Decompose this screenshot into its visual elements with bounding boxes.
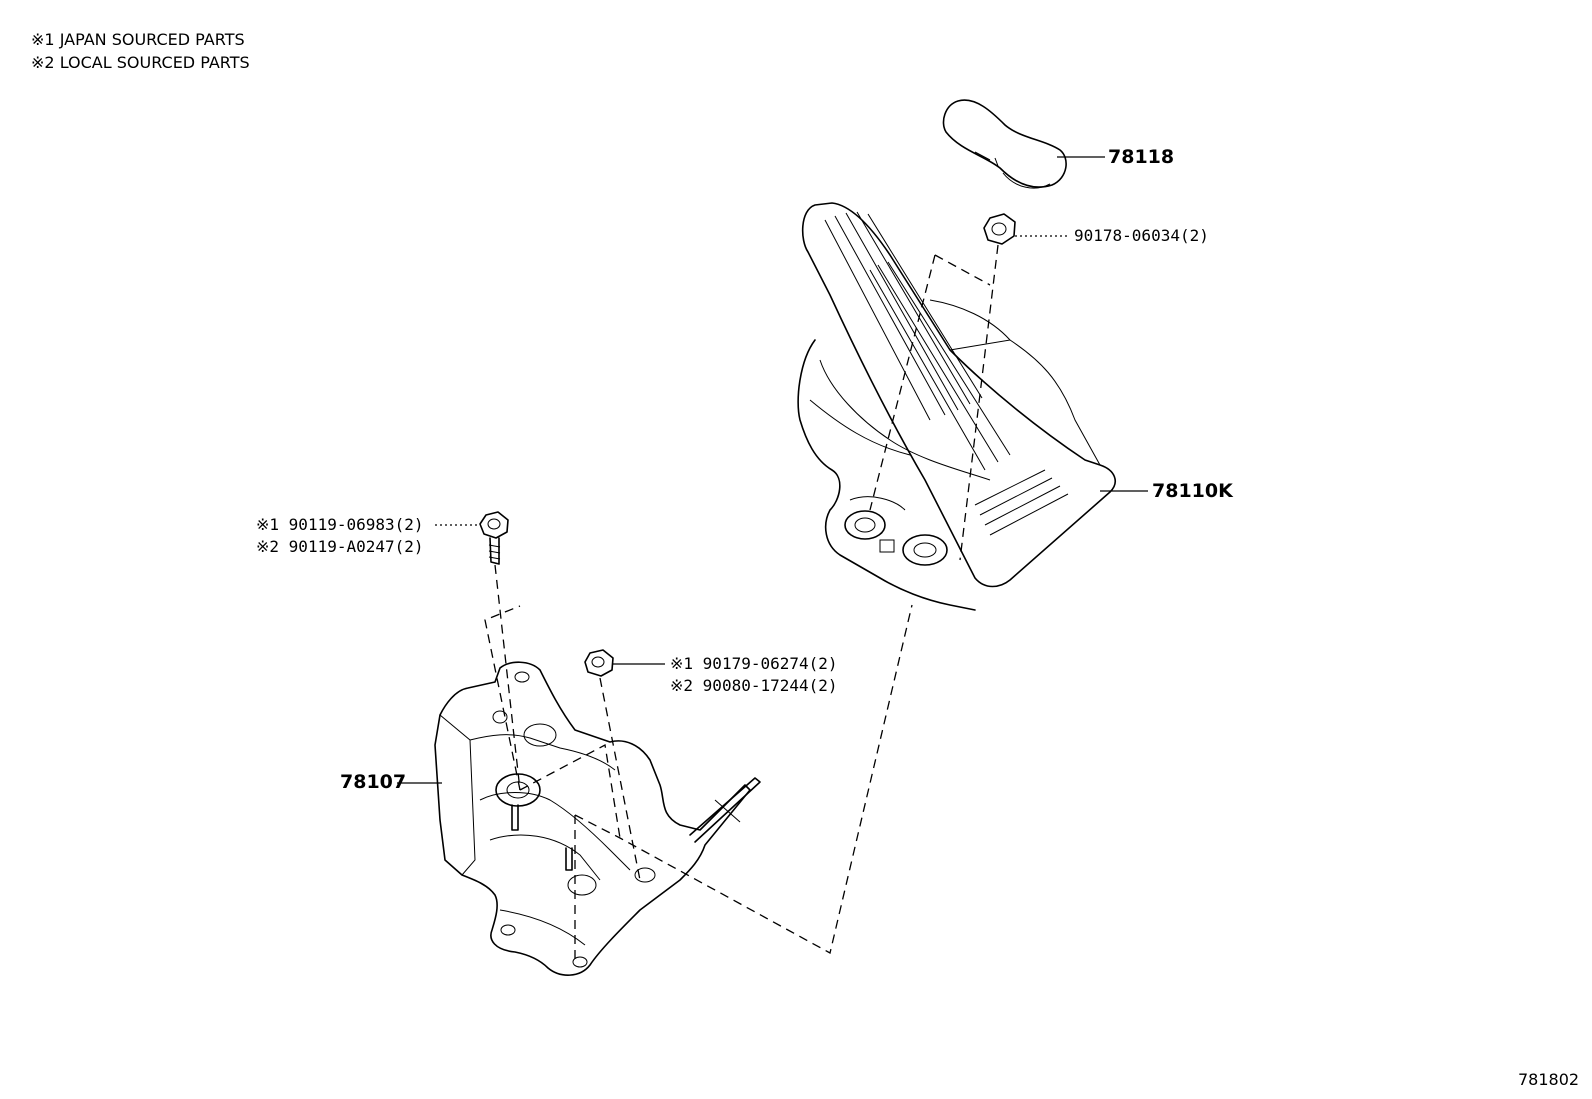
note-text: JAPAN SOURCED PARTS	[59, 30, 245, 49]
illustration-id: 781802	[1518, 1070, 1580, 1089]
part-number-bolt-japan: ※1 90119-06983(2)	[256, 515, 424, 534]
pedal-pad-part	[942, 99, 1067, 189]
part-number-bracket-nut-local: ※2 90080-17244(2)	[670, 676, 838, 695]
note-japan-sourced: ※1 JAPAN SOURCED PARTS	[31, 31, 245, 49]
leader-lines	[397, 156, 1148, 784]
part-number-pedal: 78110K	[1152, 480, 1233, 502]
bracket-part	[434, 661, 761, 976]
part-number-pad: 78118	[1108, 146, 1175, 168]
pedal-arm-part	[797, 202, 1116, 611]
note-text: LOCAL SOURCED PARTS	[59, 53, 250, 72]
part-number-bolt-local: ※2 90119-A0247(2)	[256, 537, 424, 556]
note-mark: ※1	[31, 30, 55, 49]
bracket-nut-part	[584, 649, 614, 677]
note-local-sourced: ※2 LOCAL SOURCED PARTS	[31, 54, 250, 72]
part-number-bracket: 78107	[340, 771, 407, 793]
alignment-lines	[484, 244, 999, 965]
part-number-top-nut: 90178-06034(2)	[1074, 226, 1209, 245]
note-mark: ※2	[31, 53, 55, 72]
bolt-part	[479, 511, 509, 565]
top-nut-part	[983, 213, 1016, 245]
part-number-bracket-nut-japan: ※1 90179-06274(2)	[670, 654, 838, 673]
